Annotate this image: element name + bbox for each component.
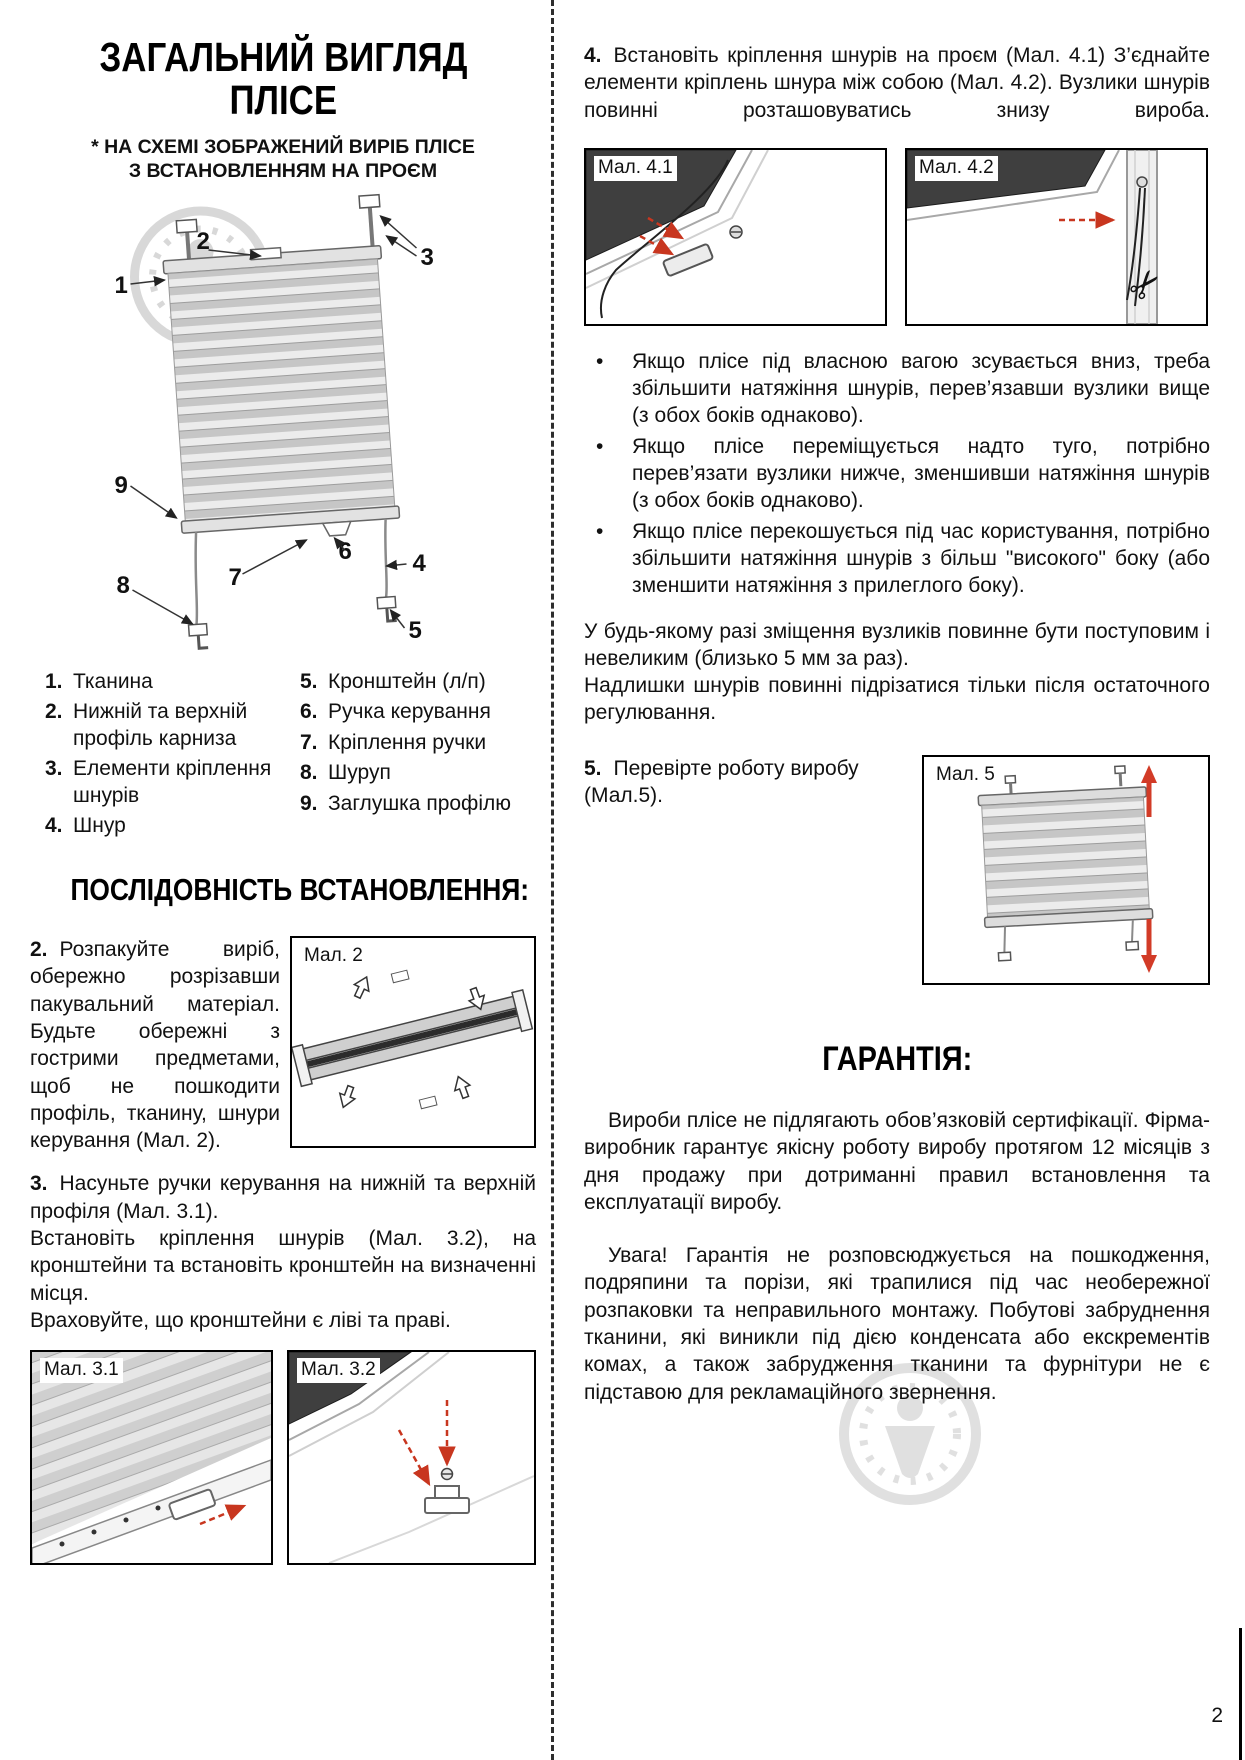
warranty-title: ГАРАНТІЯ: [822, 1039, 972, 1078]
figure-2-label: Мал. 2 [300, 944, 367, 969]
legend-item: 5. Кронштейн (л/п) [300, 670, 486, 694]
section-title-installation: ПОСЛІДОВНІСТЬ ВСТАНОВЛЕННЯ: [70, 871, 530, 907]
figure-2-drawing [292, 969, 534, 1110]
callout-7: 7 [229, 564, 242, 591]
red-arrow-up [1141, 764, 1157, 817]
pleated-blind-diagram: 1 2 3 4 5 6 7 8 9 [115, 193, 434, 650]
figure-3-1: Мал. 3.1 [30, 1350, 273, 1566]
step-3-p1: 3.Насуньте ручки керування на нижній та … [30, 1172, 536, 1223]
bullet-item: • Якщо плісе перекошується під час корис… [584, 518, 1210, 600]
legend-item: 9. Заглушка профілю [300, 791, 512, 815]
bullet-item: • Якщо плісе під власною вагою зсуваєтьс… [584, 348, 1210, 430]
cord-bracket [424, 1485, 470, 1515]
diagram-legend: 1. Тканина 2. Нижній та верхній профіль … [30, 669, 536, 844]
figure-3-2-drawing [289, 1352, 534, 1564]
callout-9: 9 [115, 472, 128, 499]
callout-5: 5 [409, 617, 422, 644]
figure-5-drawing [977, 764, 1157, 973]
bullet-icon: • [596, 349, 604, 373]
red-arrow-1 [647, 216, 685, 240]
legend-item: 7. Кріплення ручки [300, 730, 487, 754]
figure-3-2-label: Мал. 3.2 [297, 1358, 380, 1383]
legend-item: 6. Ручка керування [300, 700, 491, 724]
bullet-item: • Якщо плісе переміщується надто туго, п… [584, 433, 1210, 515]
figure-4-2-drawing: ✂ [907, 149, 1172, 324]
figure-4-2: Мал. 4.2 ✂ [905, 147, 1208, 326]
warranty-paragraph-1: Вироби плісе не підлягають обов’язковій … [584, 1108, 1210, 1214]
red-arrow-2 [639, 234, 675, 256]
bullet-icon: • [596, 434, 604, 458]
bullet-icon: • [596, 519, 604, 543]
step-5-text: 5.Перевірте роботу виробу (Мал.5). [584, 756, 859, 808]
figure-4-2-label: Мал. 4.2 [915, 155, 998, 181]
callout-leader-lines [130, 215, 417, 629]
column-divider [551, 0, 554, 1760]
page-number: 2 [1211, 1704, 1223, 1727]
callout-6: 6 [339, 538, 352, 565]
figure-5-label: Мал. 5 [932, 762, 999, 788]
legend-item: 1. Тканина [45, 670, 153, 694]
note-1: У будь-якому разі зміщення вузликів пови… [584, 619, 1210, 670]
pleated-blind [162, 193, 401, 650]
figure-2: Мал. 2 [290, 936, 536, 1149]
handle-clip [168, 1489, 216, 1521]
overview-diagram: 1 2 3 4 5 6 7 8 9 [30, 192, 536, 657]
assembly-arrows [338, 975, 486, 1109]
legend-item: 3. Елементи кріплення шнурів [45, 757, 272, 807]
note-2: Надлишки шнурів повинні підрізатися тіль… [584, 674, 1210, 725]
step-2-text: 2.Розпакуйте виріб, обережно розрізавши … [30, 938, 280, 1153]
figure-3-2: Мал. 3.2 [287, 1350, 536, 1566]
step-3-p3: Враховуйте, що кронштейни є ліві та прав… [30, 1308, 451, 1332]
step-2-block: 2.Розпакуйте виріб, обережно розрізавши … [30, 936, 536, 1154]
red-arrow [199, 1504, 247, 1526]
red-arrow-angled [397, 1429, 431, 1487]
figure-4-1: Мал. 4.1 [584, 147, 887, 326]
cord [600, 159, 729, 319]
warranty-paragraph-2: Увага! Гарантія не розповсюджується на п… [584, 1244, 1210, 1404]
legend-column-2: 5. Кронштейн (л/п) 6. Ручка керування 7.… [300, 669, 536, 844]
page-title: ЗАГАЛЬНИЙ ВИГЛЯД ПЛІСЕ [98, 34, 468, 124]
legend-item: 8. Шуруп [300, 761, 391, 785]
callout-4: 4 [413, 550, 427, 577]
step-4-block: 4.Встановіть кріплення шнурів на проєм (… [584, 44, 1210, 122]
legend-column-1: 1. Тканина 2. Нижній та верхній профіль … [30, 669, 300, 844]
step-3-block: 3.Насуньте ручки керування на нижній та … [30, 1170, 536, 1334]
figures-4-row: Мал. 4.1 [584, 147, 1210, 326]
figures-3-row: Мал. 3.1 [30, 1350, 536, 1566]
callout-3: 3 [421, 244, 434, 271]
callout-2: 2 [197, 228, 210, 255]
figure-3-1-drawing [32, 1352, 271, 1564]
adjustment-notes: У будь-якому разі зміщення вузликів пови… [584, 618, 1210, 727]
callout-1: 1 [115, 272, 128, 299]
red-arrow-down [1141, 918, 1157, 973]
step-3-p2: Встановіть кріплення шнурів (Мал. 3.2), … [30, 1227, 536, 1305]
cord-fixing-block [662, 243, 714, 277]
figure-4-1-label: Мал. 4.1 [594, 155, 677, 181]
cord-2 [1134, 187, 1146, 307]
page-subtitle: * НА СХЕМІ ЗОБРАЖЕНИЙ ВИРІБ ПЛІСЕ З ВСТА… [91, 135, 475, 183]
legend-item: 2. Нижній та верхній профіль карниза [45, 700, 248, 750]
left-column: ЗАГАЛЬНИЙ ВИГЛЯД ПЛІСЕ * НА СХЕМІ ЗОБРАЖ… [30, 0, 536, 1566]
legend-item: 4. Шнур [45, 814, 126, 838]
step-5-block: 5.Перевірте роботу виробу (Мал.5). Мал. … [584, 754, 1210, 991]
adjustment-bullets: • Якщо плісе під власною вагою зсуваєтьс… [584, 348, 1210, 600]
screw-icon [1136, 176, 1148, 188]
cord-1 [1126, 187, 1141, 301]
figure-3-1-label: Мал. 3.1 [40, 1358, 123, 1383]
figure-5: Мал. 5 [922, 754, 1210, 985]
right-column: 4.Встановіть кріплення шнурів на проєм (… [584, 0, 1210, 1406]
page-edge-line [1239, 1628, 1242, 1760]
callout-8: 8 [117, 572, 130, 599]
watermark-logo [839, 1363, 981, 1505]
